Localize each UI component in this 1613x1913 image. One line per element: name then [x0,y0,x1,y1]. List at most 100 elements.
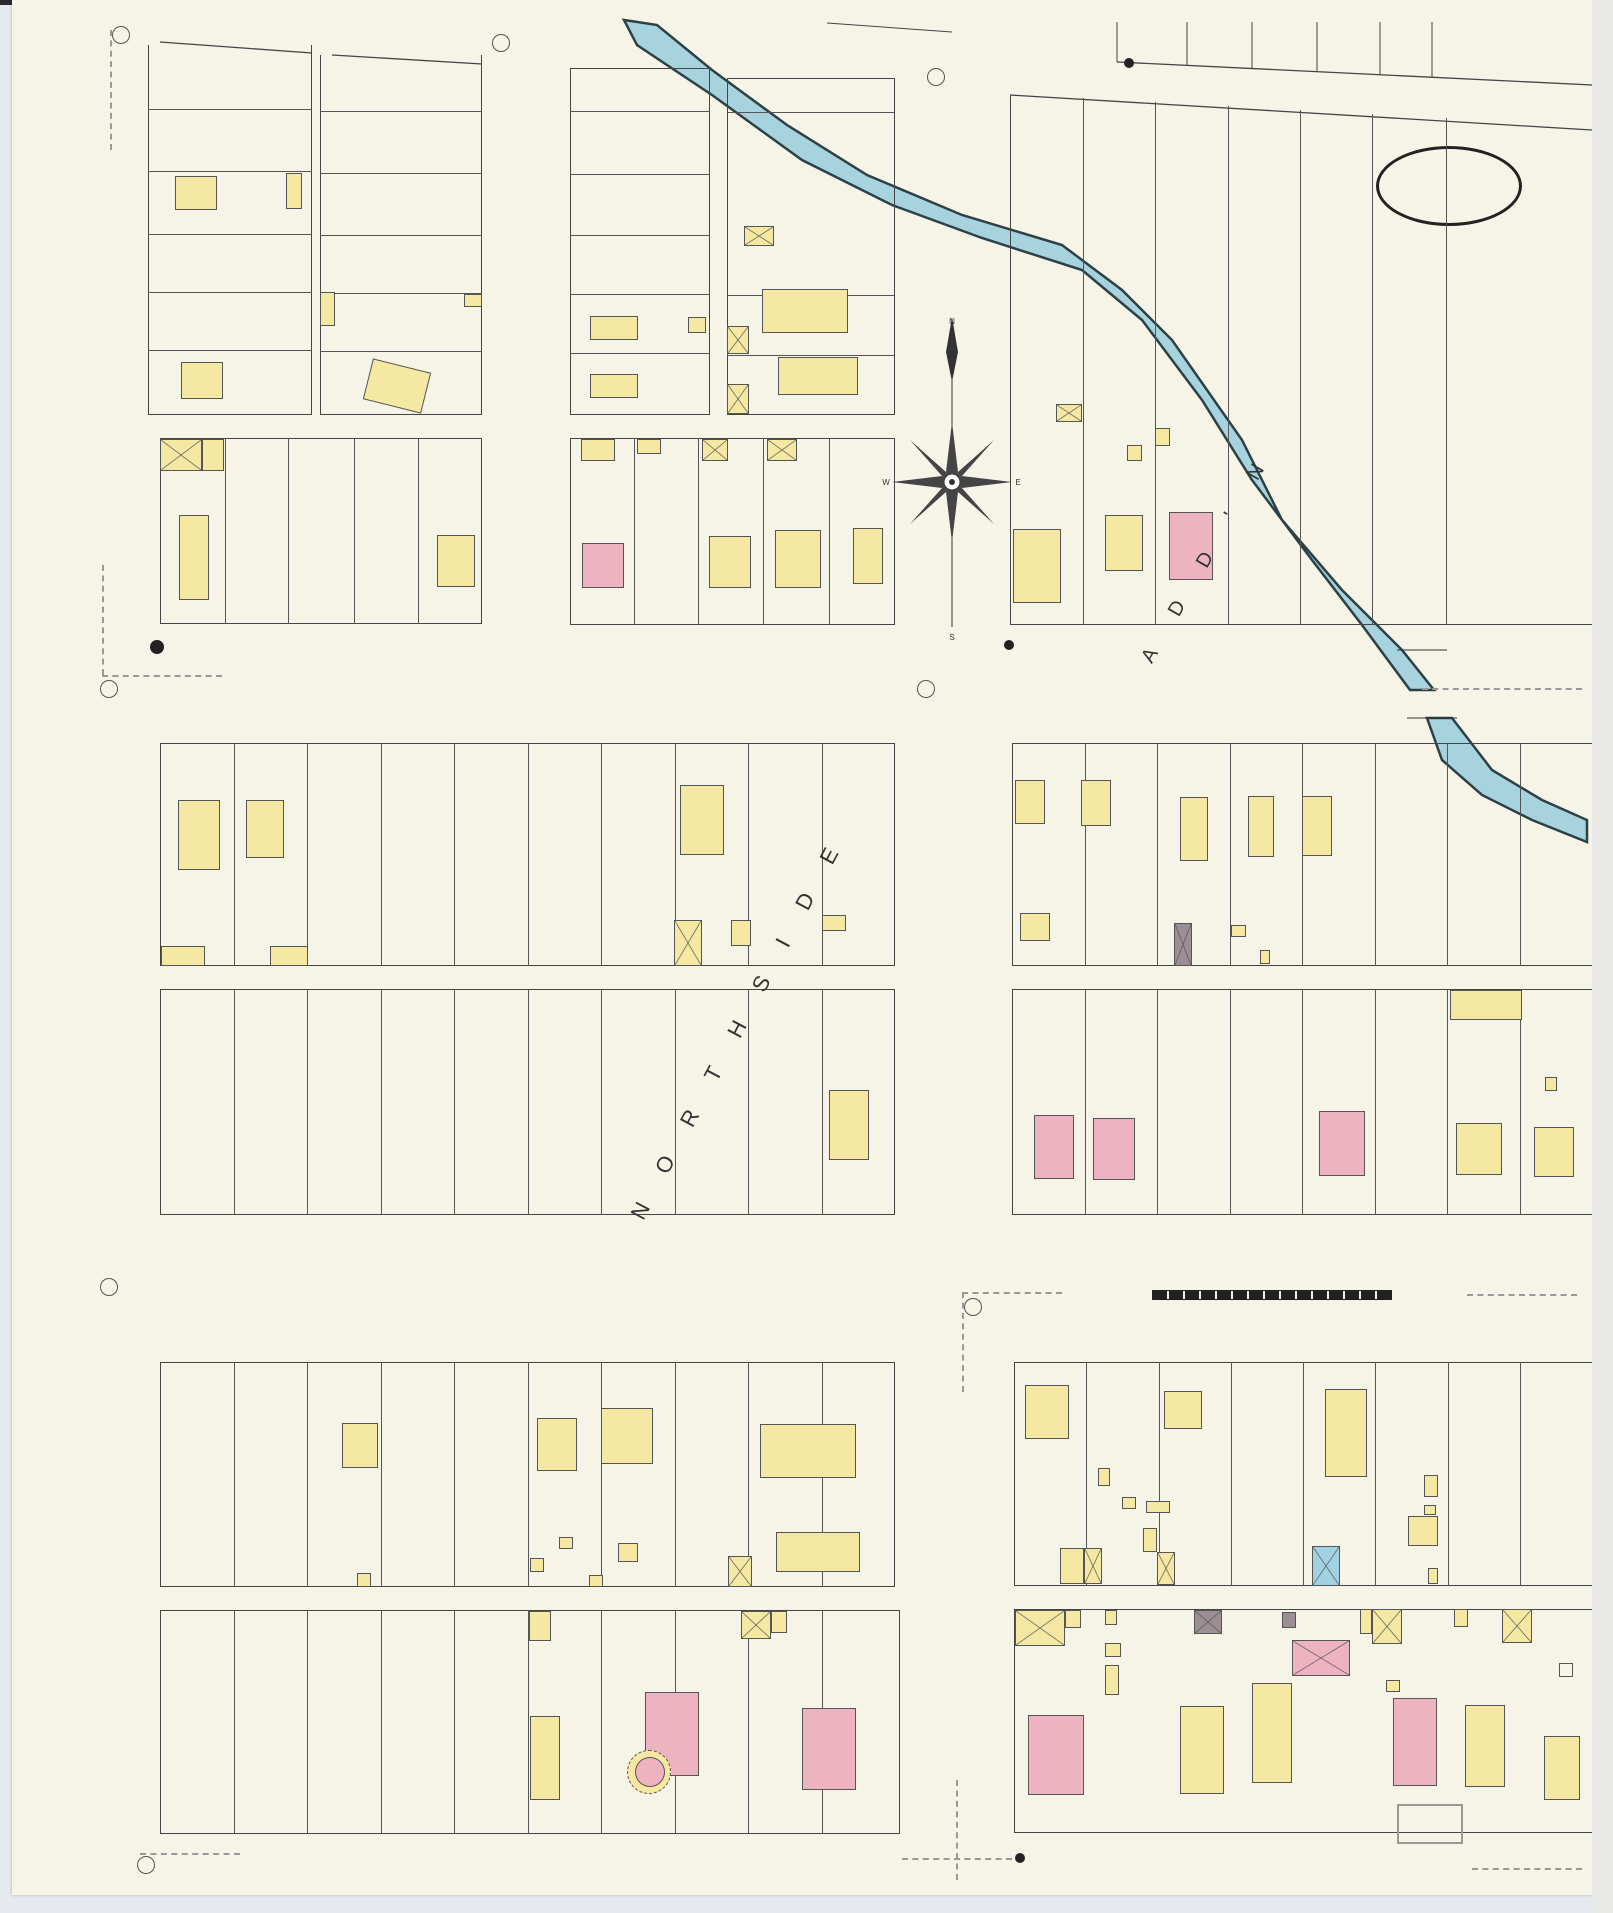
lot-line [1303,1362,1304,1586]
lot-line [601,989,602,1215]
dwelling [829,1090,869,1160]
dwelling [1013,529,1061,603]
block-6-west-lots-a [148,45,312,415]
dwelling [246,800,284,858]
outbuilding [1408,1516,1438,1546]
dwelling [530,1716,560,1800]
outbuilding [1428,1568,1438,1584]
dwelling [1164,1391,1202,1429]
svg-text:E: E [1015,478,1020,487]
brick-dwelling [1093,1118,1135,1180]
stable [744,226,774,246]
outbuilding [618,1543,638,1562]
lot-line [234,989,235,1215]
lot-line [1086,1362,1087,1586]
scan-right-edge [1592,0,1613,1913]
lot-line [1375,989,1376,1215]
stable [1157,1552,1175,1585]
stable [727,384,749,414]
water-pipe-line [962,1292,964,1392]
svg-text:W: W [882,478,890,487]
dwelling [1105,515,1143,571]
brick-dwelling [1393,1698,1437,1786]
outbuilding [320,292,335,326]
dwelling [437,535,475,587]
seal-marker [100,1278,118,1296]
lot-line [822,989,823,1215]
dwelling [1248,796,1274,857]
dwelling [175,176,217,210]
outbuilding [1065,1610,1081,1628]
lot-line [381,1362,382,1587]
crystal-block-building [1312,1546,1340,1586]
brick-dwelling [802,1708,856,1790]
dwelling [760,1424,856,1478]
lot-line [528,743,529,966]
dwelling [1081,780,1111,826]
stable [160,439,202,471]
lot-line [601,1362,602,1587]
outbuilding [357,1573,371,1587]
brick-tower [635,1757,665,1787]
water-pipe-line [102,675,222,677]
dwelling [1015,780,1045,824]
outbuilding [559,1537,573,1549]
lot-line [1520,743,1521,966]
lot-line [381,1610,382,1834]
outbuilding [771,1611,787,1633]
block-6-east-a [570,68,710,415]
lot-line [528,989,529,1215]
lot-line [454,1362,455,1587]
lot-line [381,743,382,966]
brick-dwelling [1169,512,1213,580]
dwelling [537,1418,577,1471]
lot-line [748,989,749,1215]
lot-line [1448,1362,1449,1586]
outbuilding [1105,1643,1121,1657]
dwelling [1302,796,1332,856]
outbuilding [1360,1609,1372,1634]
lot-line [1159,1362,1160,1586]
outbuilding [589,1575,603,1587]
block-6-west-south [160,438,482,624]
dwelling [775,530,821,588]
water-pipe-line [140,1853,240,1855]
outbuilding [1559,1663,1573,1677]
lot-line [234,1610,235,1834]
scale-bar [1152,1278,1452,1300]
dwelling [601,1408,653,1464]
outbuilding [1122,1497,1136,1509]
lot-line [1157,989,1158,1215]
block-22-south [160,1610,900,1834]
block-5 [1010,95,1592,625]
block-6-east-b [727,78,895,415]
outbuilding [1282,1612,1296,1628]
outbuilding [1105,1665,1119,1695]
lot-line [234,743,235,966]
stable [1015,1610,1065,1646]
dwelling [853,528,883,584]
lot-line [454,989,455,1215]
lot-line [381,989,382,1215]
lot-line [234,1362,235,1587]
lot-line [307,1362,308,1587]
hydrant-icon [1015,1853,1025,1863]
block-11-south [160,989,895,1215]
lot-line [675,743,676,966]
outbuilding [202,439,224,471]
lot-line [1302,989,1303,1215]
lot-line [601,743,602,966]
block-6-east-south [570,438,895,625]
lot-line [1230,989,1231,1215]
stable [674,920,702,966]
outbuilding [688,317,706,333]
dwelling [709,536,751,588]
lot-line [601,1610,602,1834]
lot-line [307,743,308,966]
dwelling-br-1st [1252,1683,1292,1783]
outbuilding [270,946,308,966]
dwelling [1456,1123,1502,1175]
outbuilding [1454,1609,1468,1627]
seal-marker [927,68,945,86]
outbuilding [1450,990,1522,1020]
